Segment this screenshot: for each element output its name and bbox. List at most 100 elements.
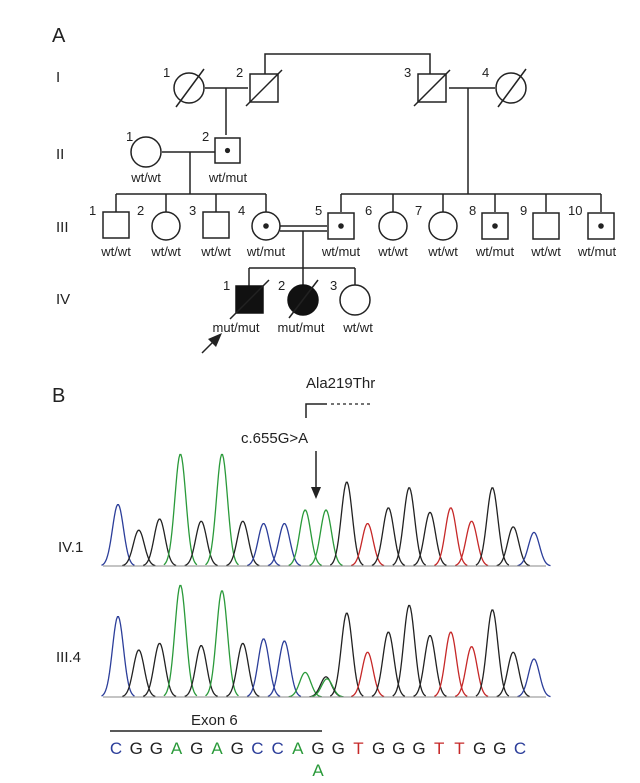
sequence-base: A [171,739,183,758]
individual-iii4: 4 wt/mut [238,203,286,259]
generation-label-i: I [56,69,60,86]
genotype-label: wt/wt [377,244,408,259]
individual-iii2: 2 wt/wt [137,203,181,259]
trace-peak [371,507,406,566]
deceased-slash [245,69,283,107]
sequence-base: G [372,739,385,758]
generation-label-iv: IV [56,291,70,308]
genotype-label: wt/mut [246,244,286,259]
proband-arrow [201,333,222,354]
individual-iii6: 6 wt/wt [365,203,408,259]
member-number: 2 [137,203,144,218]
trace-peak [267,522,302,567]
sequence-base: A [292,739,304,758]
mutant-base-label: A [312,761,324,780]
sequence-base: T [454,739,464,758]
trace-peak [475,609,510,697]
member-number: 5 [315,203,322,218]
individual-i2: 2 [236,65,283,107]
chromatogram-iv1 [101,453,551,567]
carrier-dot [338,223,344,229]
genotype-label: wt/wt [530,244,561,259]
member-number: 1 [223,278,230,293]
trace-peak [163,584,198,697]
trace-peak [517,531,551,567]
sequence-base: C [110,739,122,758]
female-symbol [428,211,458,241]
trace-peak [205,453,239,566]
trace-peak [309,509,343,566]
genotype-label: mut/mut [278,320,325,335]
individual-i4: 4 [482,65,527,108]
carrier-dot [263,223,269,229]
exon-label: Exon 6 [191,712,238,729]
individual-iii1: 1 wt/wt [89,203,131,259]
member-number: 3 [330,278,337,293]
arrow-head [208,333,222,347]
generation-label-ii: II [56,146,64,163]
male-symbol [102,211,130,239]
deceased-slash [175,68,205,108]
trace-peak [350,651,385,698]
individual-ii1: 1 wt/wt [126,129,162,185]
deceased-slash [497,68,527,108]
sequence-base: G [493,739,506,758]
sequence-base: T [353,739,363,758]
sequence-base: G [473,739,486,758]
trace-peak [496,651,530,698]
arrow-head [311,487,321,499]
trace-peak [205,590,239,697]
deceased-slash [229,279,270,320]
individual-iii8: 8 wt/mut [469,203,515,259]
sequence-base: G [392,739,405,758]
genotype-label: wt/wt [427,244,458,259]
female-symbol [130,136,162,168]
trace-peak [454,520,489,567]
carrier-dot [224,147,231,154]
member-number: 3 [404,65,411,80]
trace-peak-mutant [310,678,344,698]
sequence-base: G [150,739,163,758]
generation-label-iii: III [56,219,69,236]
sequence-base: G [412,739,425,758]
sequence-base: G [190,739,203,758]
genotype-label: wt/wt [342,320,373,335]
trace-peak [288,509,322,566]
trace-peak [226,520,260,567]
trace-peak [329,481,364,566]
deceased-slash [288,279,319,319]
carrier-dot [492,223,498,229]
trace-peak [226,642,260,698]
genotype-label: wt/mut [208,170,248,185]
panel-a-label: A [52,25,66,47]
dna-change-label: c.655G>A [241,430,308,447]
individual-iv1: 1 mut/mut [213,278,270,335]
codon-bracket [305,403,370,418]
genotype-label: wt/wt [130,170,161,185]
female-symbol [495,72,527,104]
genotype-label: wt/mut [321,244,361,259]
trace-peak [413,635,447,697]
member-number: 10 [568,203,582,218]
trace-peak [122,529,156,567]
member-number: 4 [238,203,245,218]
female-symbol [151,211,181,241]
member-number: 2 [202,129,209,144]
deceased-slash [413,69,451,107]
trace-peak [246,638,281,697]
sibship-line-i2-i3 [264,53,431,75]
trace-peak [454,646,489,698]
trace-label-iv1: IV.1 [58,539,83,556]
codon-bracket-solid [305,403,327,418]
trace-peak [267,640,302,697]
member-number: 1 [126,129,133,144]
genotype-label: wt/wt [150,244,181,259]
panel-b-label: B [52,385,65,407]
individual-iii9: 9 wt/wt [520,203,561,259]
trace-peak [184,645,218,698]
sequence-base: C [514,739,526,758]
individual-i3: 3 [404,65,451,107]
sequence-base: G [332,739,345,758]
